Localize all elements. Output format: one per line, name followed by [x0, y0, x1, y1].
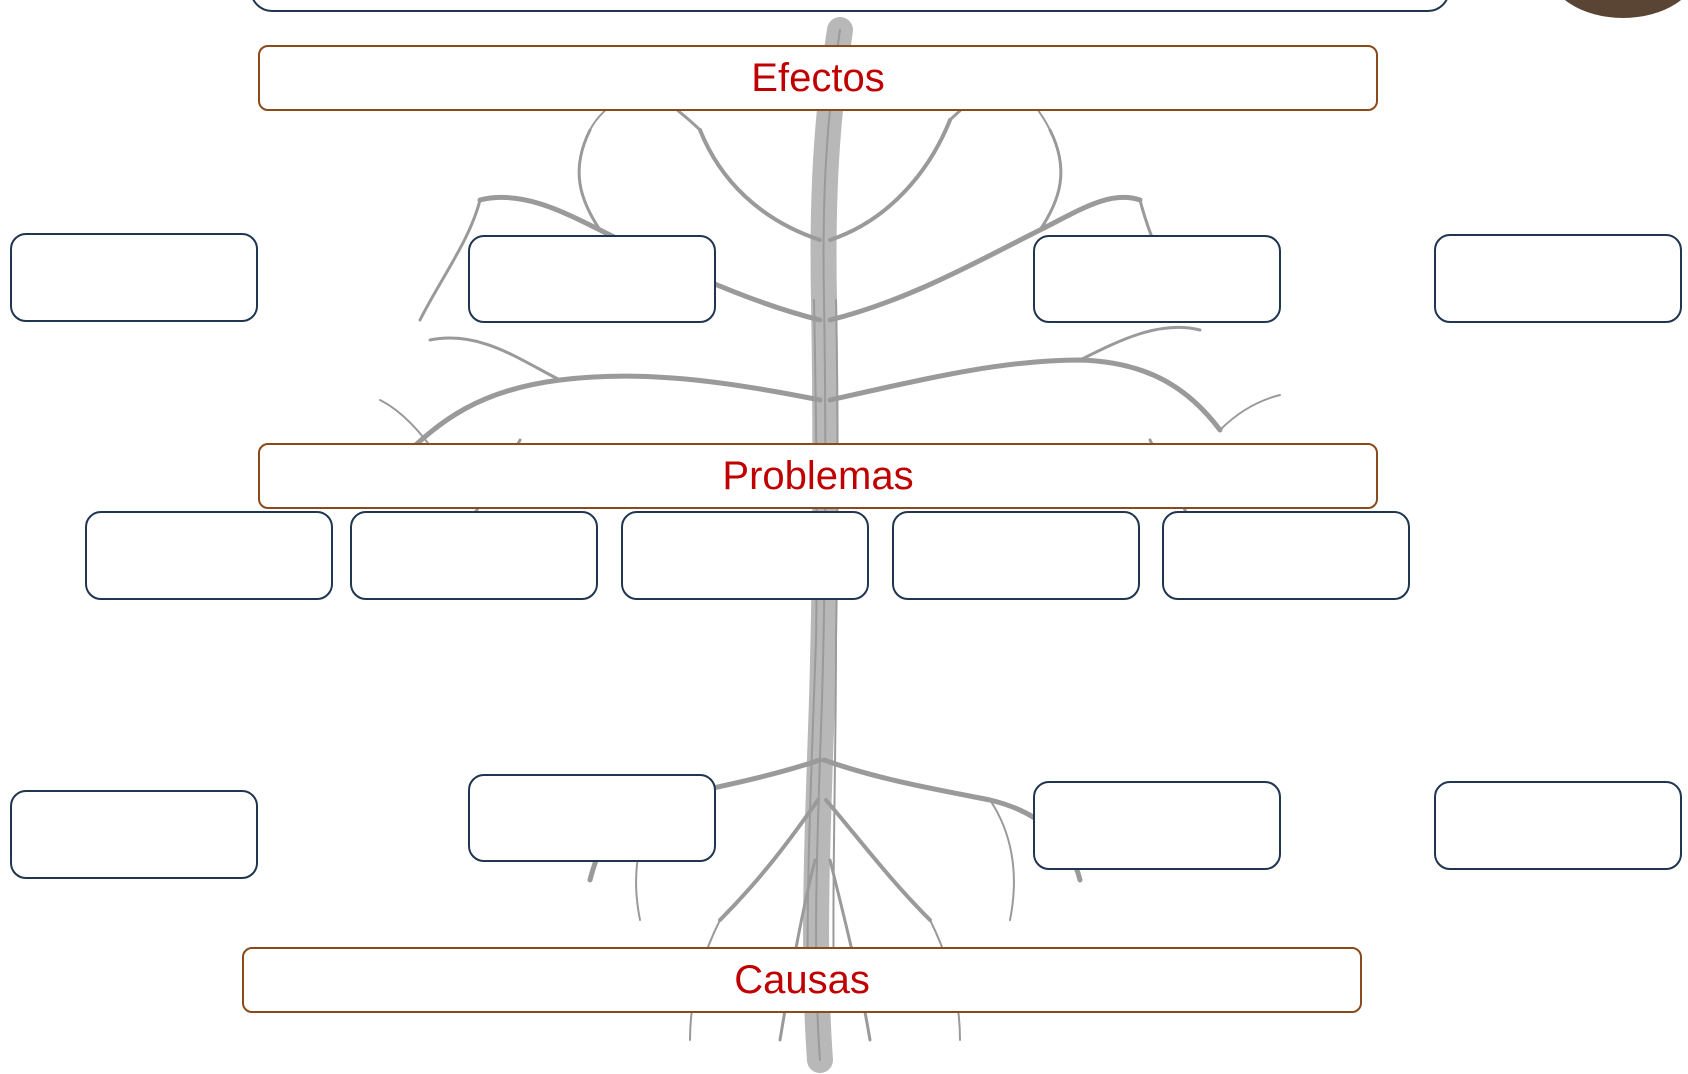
problems-label: Problemas: [722, 453, 914, 498]
cause-box[interactable]: [1434, 781, 1682, 870]
cause-box[interactable]: [468, 774, 716, 862]
problem-box[interactable]: [621, 511, 869, 600]
cause-box[interactable]: [1033, 781, 1281, 870]
effects-header: Efectos: [258, 45, 1378, 111]
problems-header: Problemas: [258, 443, 1378, 509]
effect-box[interactable]: [468, 235, 716, 323]
causes-header: Causas: [242, 947, 1362, 1013]
causes-label: Causas: [734, 957, 870, 1002]
problem-box[interactable]: [350, 511, 598, 600]
problem-box[interactable]: [85, 511, 333, 600]
effects-label: Efectos: [751, 55, 885, 100]
problem-box[interactable]: [1162, 511, 1410, 600]
cause-box[interactable]: [10, 790, 258, 879]
effect-box[interactable]: [1033, 235, 1281, 323]
effect-box[interactable]: [10, 233, 258, 322]
top-banner-box: [250, 0, 1450, 12]
problem-box[interactable]: [892, 511, 1140, 600]
effect-box[interactable]: [1434, 234, 1682, 323]
